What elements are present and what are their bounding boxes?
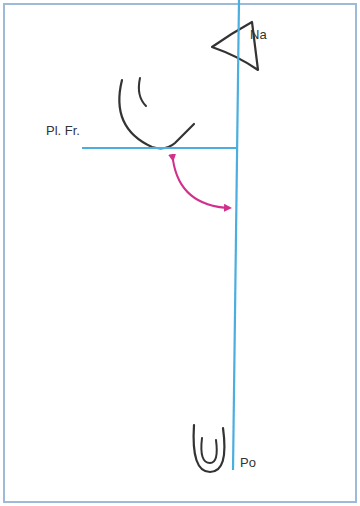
chin-sketch: [194, 425, 225, 472]
point-label: Po: [240, 456, 256, 469]
point-label: Na: [250, 28, 267, 41]
plane-label: Pl. Fr.: [46, 124, 80, 137]
orbit-sketch-inner: [139, 78, 146, 106]
angle-arc: [173, 160, 230, 208]
frame: [4, 4, 356, 502]
chin-sketch-inner: [201, 438, 216, 463]
frankfort-plane-line: [82, 147, 237, 149]
orbit-sketch: [119, 80, 194, 148]
nasion-pogonion-line: [233, 0, 239, 470]
